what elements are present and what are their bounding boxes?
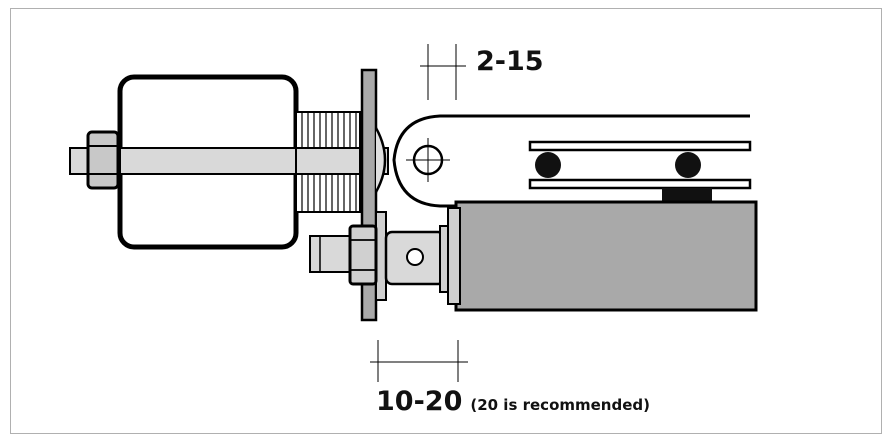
clevis-fork <box>384 225 455 293</box>
dimension-lines-top <box>420 44 466 100</box>
dimension-note: (20 is recommended) <box>470 396 650 414</box>
rail-block <box>662 188 712 202</box>
hex-nut-left <box>86 130 120 190</box>
guide-rails <box>528 140 752 202</box>
dimension-value-bottom: 10-20 <box>376 386 463 417</box>
actuator-flange <box>447 207 461 305</box>
roller-right <box>675 152 701 178</box>
threaded-section <box>295 111 361 213</box>
lower-stud <box>309 235 353 273</box>
dimension-label-bottom: 10-20 (20 is recommended) <box>376 386 650 417</box>
diagram-frame <box>10 8 882 434</box>
bolt-shaft-inner <box>119 147 297 175</box>
actuator-body <box>454 200 758 312</box>
roller-left <box>535 152 561 178</box>
hex-nut-lower <box>348 224 378 286</box>
dimension-lines-bottom <box>370 340 468 382</box>
bolt-head <box>374 127 387 193</box>
dimension-label-top: 2-15 <box>476 46 544 77</box>
